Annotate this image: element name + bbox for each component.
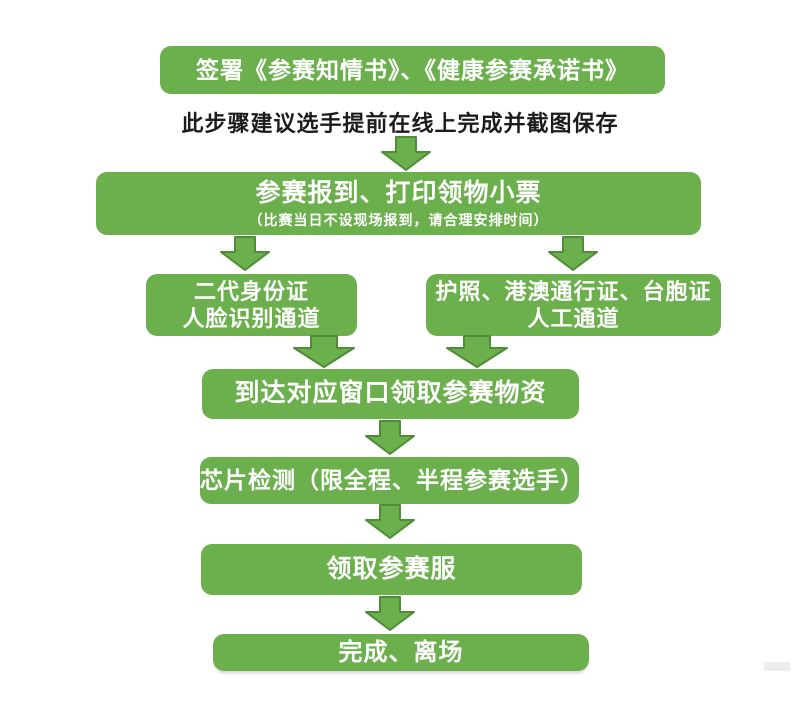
flow-box-manual-channel-line1: 护照、港澳通行证、台胞证 — [435, 278, 712, 304]
down-arrow-icon — [365, 504, 415, 539]
down-arrow-icon — [381, 136, 431, 171]
flow-box-sign-documents-label: 签署《参赛知情书》、《健康参赛承诺书》 — [196, 56, 629, 83]
flow-box-race-shirt: 领取参赛服 — [201, 544, 582, 595]
watermark-smudge — [764, 662, 790, 671]
down-arrow-icon — [220, 236, 270, 271]
flow-box-race-shirt-label: 领取参赛服 — [326, 554, 457, 583]
down-arrow-icon — [365, 596, 415, 631]
flow-box-manual-channel: 护照、港澳通行证、台胞证 人工通道 — [426, 274, 721, 336]
flow-box-sign-documents: 签署《参赛知情书》、《健康参赛承诺书》 — [160, 46, 665, 94]
flow-box-pickup-window: 到达对应窗口领取参赛物资 — [202, 369, 579, 419]
flow-box-checkin: 参赛报到、打印领物小票 （比赛当日不设现场报到，请合理安排时间） — [96, 172, 701, 235]
flow-box-finish-leave: 完成、离场 — [213, 634, 589, 671]
flow-box-manual-channel-line2: 人工通道 — [527, 306, 620, 331]
flow-box-id-face-channel-line2: 人脸识别通道 — [182, 306, 321, 331]
down-arrow-icon — [293, 335, 355, 368]
flow-box-id-face-channel: 二代身份证 人脸识别通道 — [146, 274, 357, 336]
flow-box-chip-check-label: 芯片检测（限全程、半程参赛选手） — [200, 467, 584, 494]
flow-box-checkin-sublabel: （比赛当日不设现场报到，请合理安排时间） — [248, 211, 549, 228]
flow-box-pickup-window-label: 到达对应窗口领取参赛物资 — [234, 379, 547, 408]
flow-box-id-face-channel-line1: 二代身份证 — [193, 278, 309, 304]
flow-box-finish-leave-label: 完成、离场 — [338, 638, 464, 666]
online-completion-note: 此步骤建议选手提前在线上完成并截图保存 — [181, 111, 619, 136]
flow-box-chip-check: 芯片检测（限全程、半程参赛选手） — [200, 457, 584, 504]
down-arrow-icon — [365, 420, 415, 455]
down-arrow-icon — [548, 236, 598, 271]
down-arrow-icon — [446, 335, 508, 368]
flow-box-checkin-label: 参赛报到、打印领物小票 — [255, 178, 542, 207]
